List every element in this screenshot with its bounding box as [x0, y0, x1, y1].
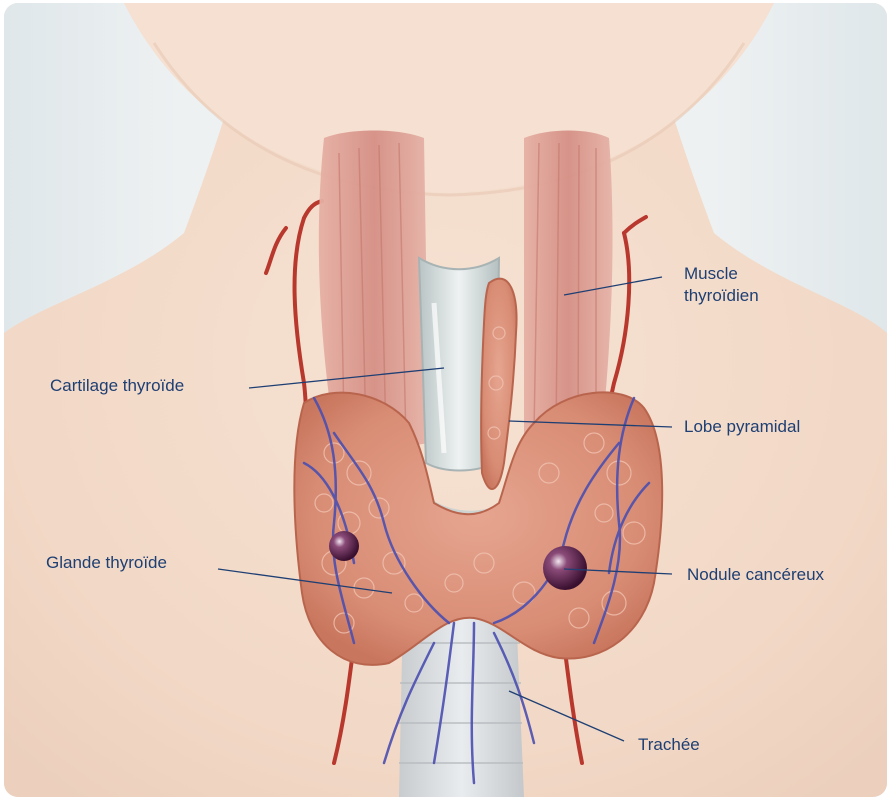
label-thyroid-gland: Glande thyroïde	[46, 552, 167, 574]
label-trachea: Trachée	[638, 734, 700, 756]
label-muscle: Muscle thyroïdien	[684, 263, 804, 307]
anatomy-figure: Muscle thyroïdien Cartilage thyroïde Lob…	[4, 3, 887, 797]
label-muscle-line2: thyroïdien	[684, 285, 804, 307]
label-pyramidal-lobe: Lobe pyramidal	[684, 416, 800, 438]
small-nodule	[329, 531, 359, 561]
thyroid-illustration	[4, 3, 887, 797]
cancer-nodule	[543, 546, 587, 590]
label-nodule: Nodule cancéreux	[687, 564, 824, 586]
label-muscle-line1: Muscle	[684, 263, 804, 285]
label-cartilage: Cartilage thyroïde	[50, 375, 184, 397]
